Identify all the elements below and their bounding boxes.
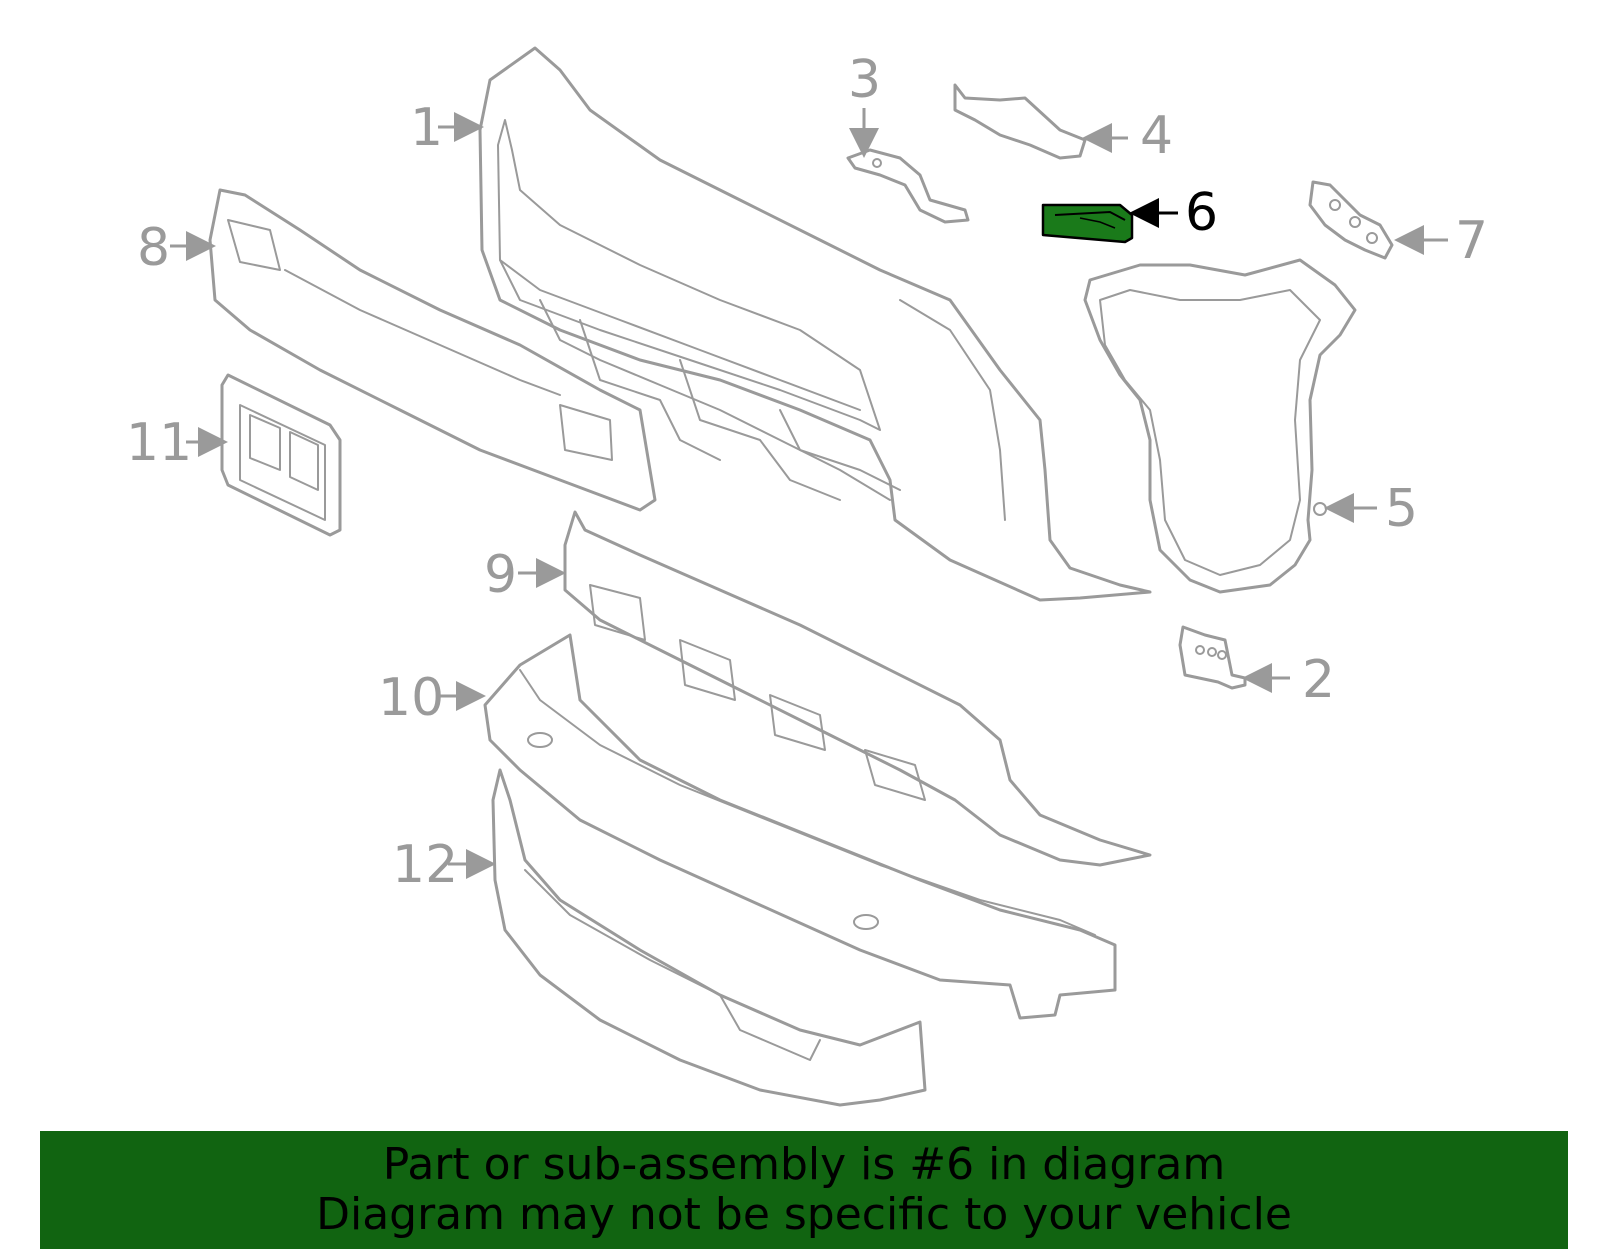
part-11-license-bracket [220,373,342,537]
part-7-bracket [1308,180,1394,260]
callout-8: 8 [137,218,170,278]
callout-3: 3 [848,50,881,110]
part-3-bracket [846,148,970,224]
part-6-highlighted [1041,203,1134,244]
info-banner: Part or sub-assembly is #6 in diagram Di… [40,1131,1568,1249]
banner-line-2: Diagram may not be specific to your vehi… [316,1189,1292,1240]
part-12-lower-valance [491,768,927,1107]
part-2-bracket [1178,625,1247,690]
banner-line-1: Part or sub-assembly is #6 in diagram [382,1139,1226,1190]
callout-9: 9 [484,545,517,605]
callout-5: 5 [1385,479,1418,539]
part-10-bumper-cover [483,633,1117,1020]
part-1-grille-frame [478,46,1152,602]
part-8-upper-trim [208,188,657,512]
callout-2: 2 [1302,650,1335,710]
callout-labels: 1 2 3 4 5 6 7 8 9 10 11 12 [126,50,1488,895]
callout-11: 11 [126,413,192,473]
callout-4: 4 [1140,106,1173,166]
callout-10: 10 [378,668,444,728]
callout-12: 12 [392,835,458,895]
callout-1: 1 [410,98,443,158]
part-4-bracket [953,83,1087,160]
part-9-lower-insert [563,510,1152,867]
callout-arrows [170,108,1448,879]
part-5-side-bezel [1083,258,1357,594]
callout-6: 6 [1185,183,1218,243]
callout-7: 7 [1455,211,1488,271]
